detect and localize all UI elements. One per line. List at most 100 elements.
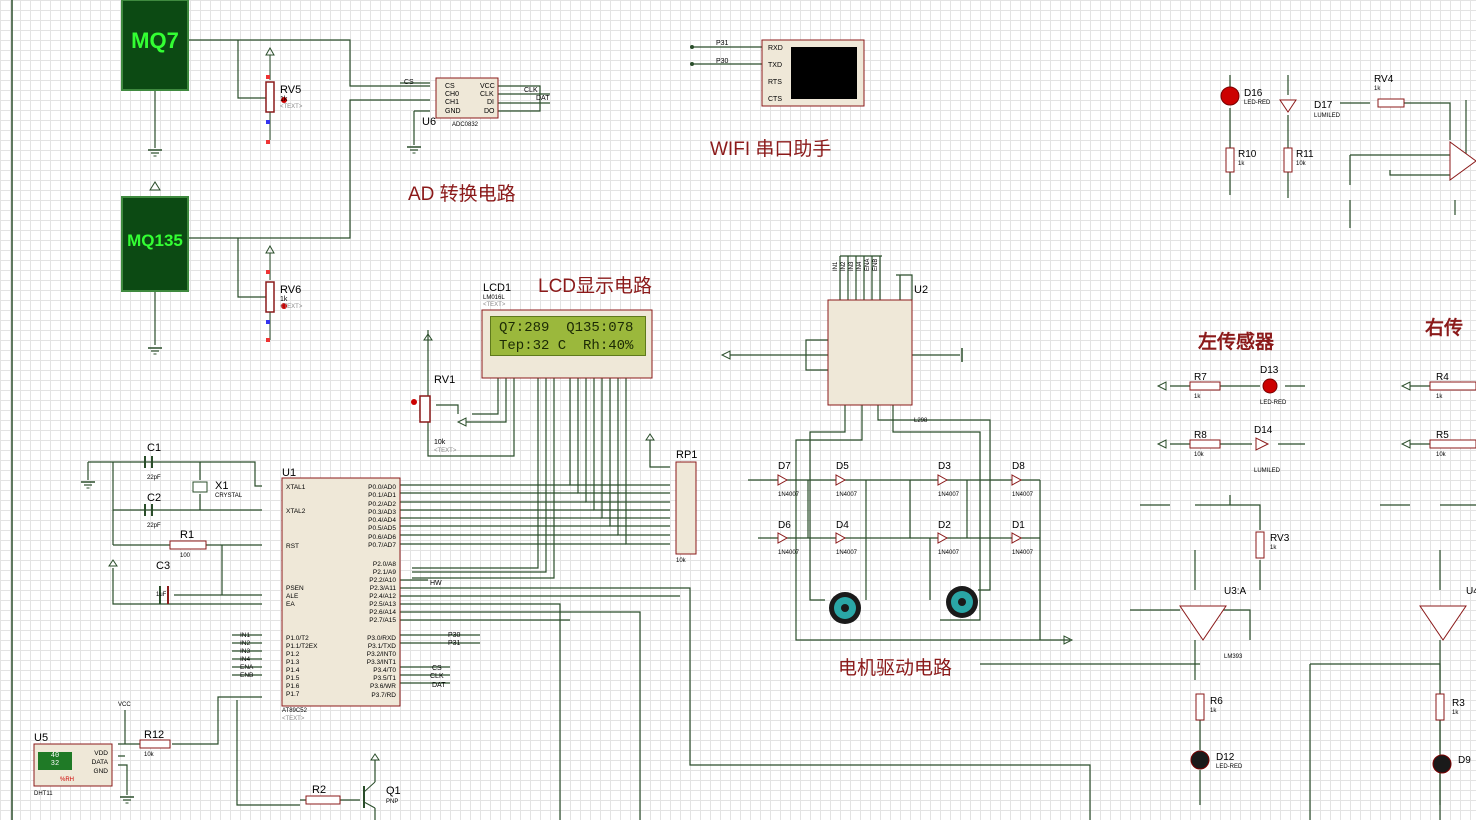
at89c52-mcu [281,477,401,707]
svg-text:LED-RED: LED-RED [1260,400,1287,406]
svg-text:1k: 1k [1452,710,1459,716]
r3-resistor [1435,693,1445,721]
svg-text:1k: 1k [1210,708,1217,714]
svg-text:U4: U4 [1466,586,1476,597]
svg-text:VCC: VCC [118,702,131,708]
rv5-pot [265,46,287,144]
u1-left-pins: XTAL1 XTAL2 RST PSEN ALE EA P1.0/T2 P1.1… [286,484,318,698]
rp1-ref: RP1 [676,449,697,461]
r11-resistor [1283,147,1293,173]
svg-text:R5: R5 [1436,430,1449,441]
bridge-diodes [777,474,1023,544]
wires [87,39,1476,820]
mq135-sensor [121,196,189,292]
svg-text:1uF: 1uF [156,592,167,598]
svg-text:P1.4: P1.4 [286,667,300,674]
rp1-pack [675,461,697,555]
svg-text:R3: R3 [1452,698,1465,709]
l298-in-labels: IN1 IN2 IN3 IN4 ENA ENB [833,259,879,271]
svg-text:CLK: CLK [524,87,538,94]
svg-text:DO: DO [484,108,495,115]
svg-text:HW: HW [430,580,442,587]
svg-text:VCC: VCC [480,83,495,90]
svg-text:LUMILED: LUMILED [1314,113,1341,119]
svg-text:P2.1/A9: P2.1/A9 [373,569,397,576]
u4-comparator [1419,605,1467,641]
svg-text:CH0: CH0 [445,91,459,98]
r7-resistor [1189,381,1221,391]
svg-text:CTS: CTS [768,96,782,103]
svg-text:ALE: ALE [286,593,299,600]
u1-ref: U1 [282,467,296,479]
svg-text:D9: D9 [1458,755,1471,766]
svg-text:10k: 10k [1296,161,1307,167]
svg-text:P30: P30 [716,58,729,65]
svg-text:1k: 1k [1194,394,1201,400]
svg-text:ENA: ENA [865,259,871,271]
svg-text:22pF: 22pF [147,475,161,481]
svg-text:L298: L298 [914,418,928,424]
title-right-sensor: 右传 [1424,316,1463,339]
title-left-sensor: 左传感器 [1198,330,1275,353]
svg-text:R7: R7 [1194,372,1207,383]
svg-text:RXD: RXD [768,45,783,52]
svg-text:CS: CS [404,79,414,86]
svg-text:1k: 1k [1270,545,1277,551]
svg-text:P2.5/A13: P2.5/A13 [369,601,396,608]
svg-text:Q1: Q1 [386,785,401,797]
svg-text:RV4: RV4 [1374,74,1394,85]
svg-text:DAT: DAT [536,95,550,102]
svg-text:P0.2/AD2: P0.2/AD2 [368,501,396,508]
svg-text:LED-RED: LED-RED [1244,100,1271,106]
svg-text:P1.7: P1.7 [286,691,300,698]
svg-text:P3.7/RD: P3.7/RD [371,692,396,699]
svg-text:P2.3/A11: P2.3/A11 [370,585,397,592]
d14-led [1255,437,1270,451]
svg-text:P1.3: P1.3 [286,659,300,666]
d16-led [1220,86,1240,106]
title-lcd-circuit: LCD显示电路 [538,275,652,297]
adc0832-chip [435,77,499,119]
svg-text:1k: 1k [1436,394,1443,400]
title-wifi: WIFI 串口助手 [710,138,831,160]
mq7-label: MQ7 [131,28,179,53]
svg-text:P0.7/AD7: P0.7/AD7 [368,542,396,549]
r6-resistor [1195,693,1205,721]
c2-cap [144,504,153,516]
svg-text:P2.2/A10: P2.2/A10 [369,577,396,584]
svg-text:P1.1/T2EX: P1.1/T2EX [286,643,318,650]
svg-text:VDD: VDD [94,750,108,757]
svg-text:D14: D14 [1254,425,1273,436]
lcd-line2: Tep:32 C Rh:40% [499,338,634,354]
svg-text:D17: D17 [1314,100,1333,111]
svg-text:IN2: IN2 [240,640,251,647]
svg-text:AT89C52: AT89C52 [282,708,308,714]
svg-text:1N4007: 1N4007 [836,550,858,556]
svg-text:<TEXT>: <TEXT> [280,104,303,110]
svg-text:<TEXT>: <TEXT> [483,302,506,308]
mq135-label: MQ135 [127,231,183,250]
svg-text:P0.5/AD5: P0.5/AD5 [368,525,396,532]
svg-text:P3.1/TXD: P3.1/TXD [368,643,396,650]
svg-text:P0.3/AD3: P0.3/AD3 [368,509,396,516]
svg-text:R8: R8 [1194,430,1207,441]
svg-text:PSEN: PSEN [286,585,304,592]
svg-text:EA: EA [286,601,295,608]
svg-text:DHT11: DHT11 [34,791,53,797]
rv4-pot [1377,98,1405,108]
svg-text:1k: 1k [1374,86,1381,92]
right-opamp [1449,141,1476,181]
svg-text:DATA: DATA [92,759,109,766]
svg-text:LM393: LM393 [1224,654,1243,660]
svg-text:P3.4/T0: P3.4/T0 [373,667,396,674]
lcd1-ref: LCD1 [483,282,511,294]
svg-text:LM016L: LM016L [483,295,505,301]
svg-text:%RH: %RH [60,777,74,783]
svg-text:R2: R2 [312,784,326,796]
wifi-terminal-screen [791,47,857,99]
svg-text:IN1: IN1 [833,261,839,271]
svg-text:RST: RST [286,543,299,550]
svg-text:XTAL2: XTAL2 [286,508,306,515]
svg-text:D12: D12 [1216,752,1235,763]
